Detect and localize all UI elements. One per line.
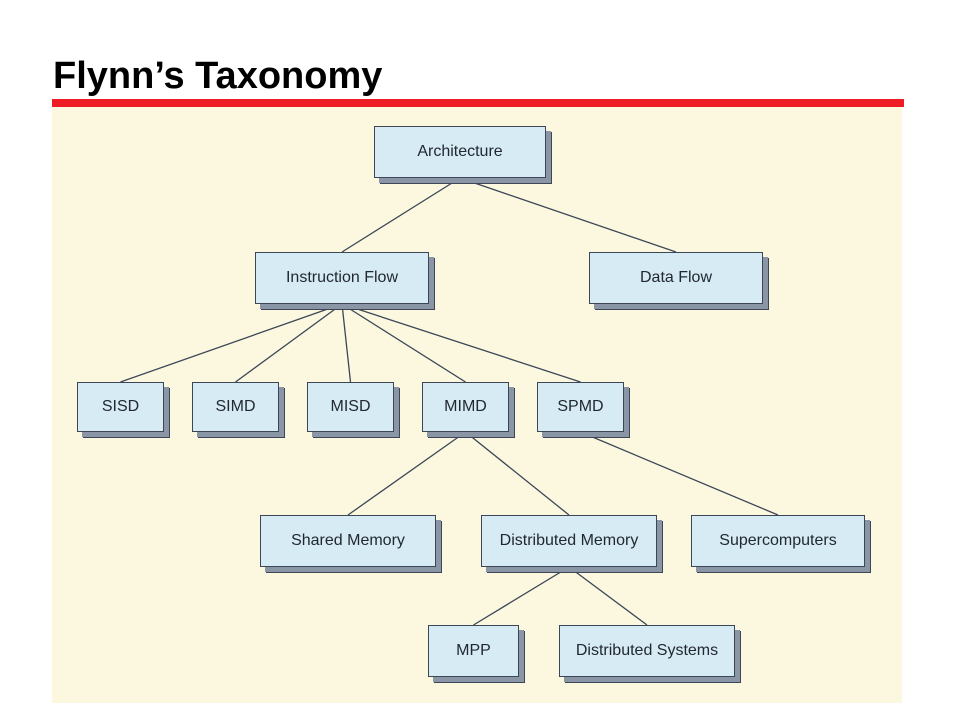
node-architecture: Architecture <box>374 126 546 178</box>
connector-architecture-to-instruction-flow <box>341 177 461 253</box>
connector-distributed-memory-to-mpp <box>473 566 570 626</box>
node-misd: MISD <box>307 382 394 432</box>
node-distributed-systems: Distributed Systems <box>559 625 735 677</box>
connector-distributed-memory-to-distributed-systems <box>568 566 648 626</box>
connector-mimd-to-shared-memory <box>347 431 466 516</box>
node-data-flow: Data Flow <box>589 252 763 304</box>
diagram-panel: Architecture Instruction Flow Data Flow … <box>52 107 902 703</box>
node-mpp: MPP <box>428 625 519 677</box>
connector-lines <box>120 177 779 626</box>
node-mimd: MIMD <box>422 382 509 432</box>
title-underline-rule <box>52 99 904 107</box>
connector-instruction-flow-to-spmd <box>341 303 581 383</box>
node-shared-memory: Shared Memory <box>260 515 436 567</box>
connector-spmd-to-supercomputers <box>580 431 779 516</box>
node-sisd: SISD <box>77 382 164 432</box>
node-instruction-flow: Instruction Flow <box>255 252 429 304</box>
slide-title: Flynn’s Taxonomy <box>53 55 383 97</box>
node-simd: SIMD <box>192 382 279 432</box>
node-distributed-memory: Distributed Memory <box>481 515 657 567</box>
connector-mimd-to-distributed-memory <box>465 431 570 516</box>
connector-architecture-to-data-flow <box>459 177 677 253</box>
connector-instruction-flow-to-mimd <box>341 303 466 383</box>
node-supercomputers: Supercomputers <box>691 515 865 567</box>
node-spmd: SPMD <box>537 382 624 432</box>
connector-instruction-flow-to-simd <box>235 303 343 383</box>
connector-instruction-flow-to-sisd <box>120 303 343 383</box>
connector-instruction-flow-to-misd <box>341 303 352 383</box>
